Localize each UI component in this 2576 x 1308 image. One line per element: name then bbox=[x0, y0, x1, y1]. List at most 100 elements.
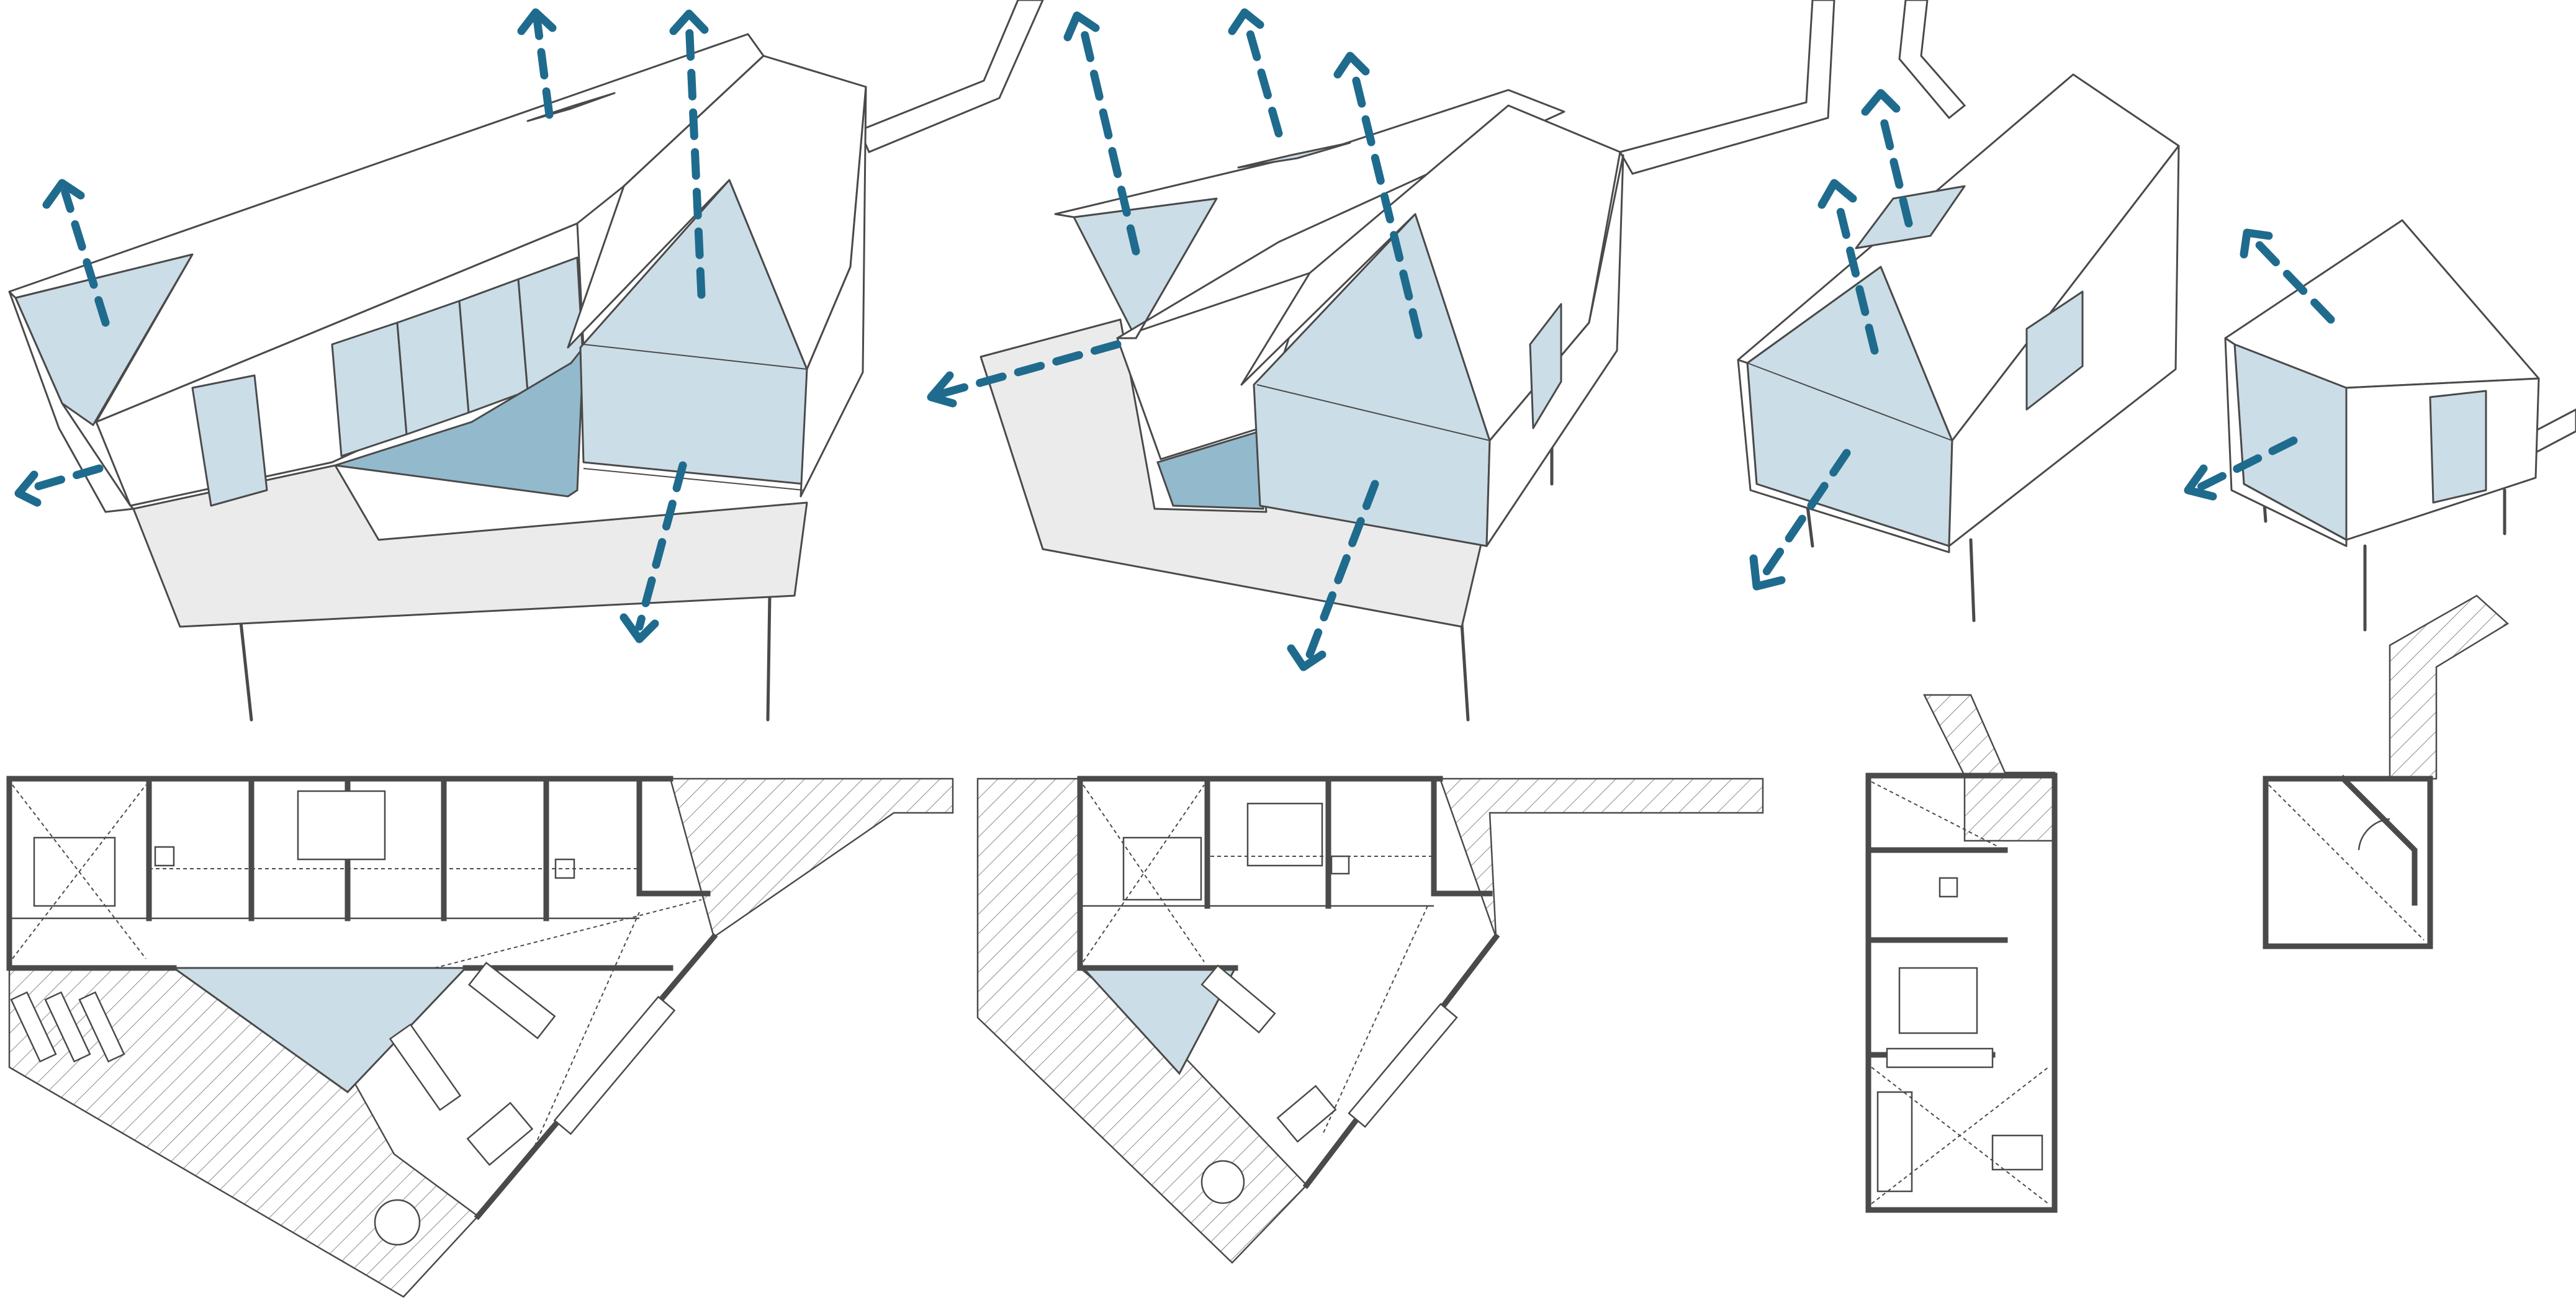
arrowhead-icon bbox=[1749, 554, 1786, 591]
toilet bbox=[1939, 877, 1958, 898]
exterior-wall bbox=[6, 776, 177, 971]
stilt bbox=[1969, 538, 1976, 622]
dashed-view-arrow-icon bbox=[1305, 480, 1379, 659]
double-bed bbox=[297, 790, 386, 861]
main-roof bbox=[1240, 104, 1621, 442]
dashed-view-arrow-icon bbox=[1833, 194, 1879, 355]
skylight bbox=[1237, 141, 1351, 169]
double-bed bbox=[1246, 802, 1323, 867]
stilt bbox=[1460, 622, 1470, 722]
arrowhead-icon bbox=[1287, 644, 1326, 671]
view-arrows-4 bbox=[2184, 228, 2335, 501]
dashed-view-arrow-icon bbox=[2255, 241, 2335, 324]
door-opening bbox=[2429, 390, 2487, 504]
sofa bbox=[467, 961, 556, 1039]
kitchen-counter bbox=[1348, 1003, 1458, 1128]
round-table bbox=[1200, 1160, 1245, 1204]
dashed-view-arrow-icon bbox=[533, 14, 554, 119]
dashed-view-arrow-icon bbox=[1876, 104, 1913, 228]
kitchen-counter bbox=[553, 995, 676, 1136]
axonometric-medium-house bbox=[980, 0, 1835, 722]
kitchen-counter bbox=[1886, 1047, 1994, 1068]
west-gable-frame bbox=[8, 290, 135, 513]
toilet bbox=[1330, 855, 1350, 875]
dashed-view-arrow-icon bbox=[936, 340, 1122, 398]
door-glazing bbox=[191, 374, 268, 507]
dining-table bbox=[466, 1101, 534, 1167]
arrowhead-icon bbox=[1228, 8, 1264, 35]
double-bed bbox=[1122, 836, 1202, 901]
window bbox=[331, 321, 408, 457]
partition bbox=[2339, 774, 2418, 906]
arrowhead-icon bbox=[1817, 179, 1857, 209]
axonometric-gable-cabin bbox=[1737, 0, 2180, 622]
floor-plan-gable-cabin bbox=[1865, 694, 2058, 1213]
dashed-view-arrow-icon bbox=[2196, 436, 2298, 491]
main-side-wall bbox=[1485, 154, 1624, 547]
dashed-view-arrow-icon bbox=[1759, 449, 1851, 581]
round-table bbox=[374, 1199, 421, 1246]
walkway bbox=[1898, 0, 1966, 120]
sofa bbox=[1200, 964, 1276, 1034]
sofa bbox=[389, 1023, 462, 1111]
view-arrows-3 bbox=[1749, 89, 1913, 591]
dashed-view-arrow-icon bbox=[635, 461, 687, 631]
toilet bbox=[154, 846, 175, 867]
sun-lounger bbox=[10, 991, 57, 1063]
arrowhead-icon bbox=[2184, 464, 2217, 501]
arrowhead-icon bbox=[2240, 228, 2273, 259]
exterior-wall bbox=[1077, 776, 1238, 971]
floor-plan-pyramid-cabin bbox=[2263, 594, 2510, 949]
view-arrows-1 bbox=[14, 8, 709, 643]
cabin-floor-edge bbox=[1737, 359, 1950, 553]
exterior-wall bbox=[1865, 773, 2058, 1213]
double-bed bbox=[33, 836, 116, 907]
long-wing-roof bbox=[8, 33, 765, 423]
double-bed bbox=[1898, 967, 1978, 1034]
arrowhead-icon bbox=[1861, 89, 1901, 116]
walkway bbox=[858, 0, 1044, 153]
dashed-view-arrow-icon bbox=[1243, 20, 1283, 138]
window bbox=[458, 278, 529, 414]
door-swing bbox=[2358, 818, 2390, 851]
sun-lounger bbox=[78, 991, 125, 1063]
dashed-view-arrow-icon bbox=[1349, 64, 1423, 339]
arrowhead-icon bbox=[42, 179, 85, 209]
arrowhead-icon bbox=[669, 9, 709, 35]
short-wing-roof bbox=[1054, 89, 1565, 339]
dashed-view-arrow-icon bbox=[1079, 24, 1140, 256]
view-arrows-2 bbox=[927, 8, 1423, 671]
axonometric-pyramid-cabin bbox=[2224, 219, 2576, 632]
arrowhead-icon bbox=[14, 470, 42, 507]
dashed-view-arrow-icon bbox=[61, 188, 110, 327]
deck-hatching bbox=[1439, 777, 1764, 938]
window bbox=[396, 300, 470, 436]
floor-plan-medium-house bbox=[976, 776, 1764, 1264]
sun-lounger bbox=[44, 991, 91, 1063]
deck-hatching bbox=[669, 777, 954, 939]
floor-plan-large-house bbox=[6, 776, 954, 1298]
arrowhead-icon bbox=[927, 371, 957, 408]
axonometric-large-house bbox=[8, 0, 1044, 722]
dashed-view-arrow-icon bbox=[685, 17, 706, 299]
toilet bbox=[554, 858, 575, 879]
side-window bbox=[1529, 303, 1562, 429]
dining-table bbox=[1991, 1134, 2043, 1171]
walkway-hatching bbox=[1922, 694, 2056, 842]
side-window bbox=[2025, 290, 2084, 411]
exterior-wall bbox=[2263, 776, 2433, 949]
arrowhead-icon bbox=[619, 613, 659, 643]
partition bbox=[636, 776, 711, 897]
pyramid-floor-edge bbox=[2224, 337, 2348, 547]
arrowhead-icon bbox=[517, 8, 557, 35]
dashed-view-arrow-icon bbox=[20, 464, 104, 495]
stilt bbox=[766, 594, 772, 722]
walkway-hatching bbox=[2389, 594, 2510, 780]
partition bbox=[1431, 776, 1493, 897]
sofa bbox=[1876, 1091, 1913, 1193]
end-block-side bbox=[799, 86, 867, 498]
dining-table bbox=[1276, 1085, 1337, 1143]
arrowhead-icon bbox=[1333, 52, 1370, 79]
courtyard-floor bbox=[1156, 430, 1264, 510]
